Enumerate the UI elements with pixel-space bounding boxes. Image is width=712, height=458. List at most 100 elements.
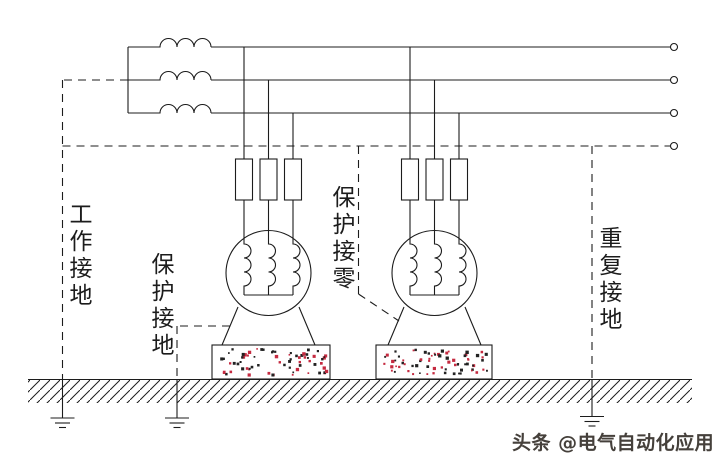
concrete-dot	[222, 371, 226, 374]
concrete-dot	[395, 365, 397, 368]
concrete-dot	[428, 359, 431, 362]
fuse	[400, 158, 420, 201]
concrete-dot	[322, 366, 326, 370]
label-protective-neutral: 保护接零	[328, 185, 354, 293]
ground-surface	[28, 378, 692, 403]
fuse	[234, 158, 254, 201]
concrete-dot	[295, 367, 300, 372]
motor-2	[387, 229, 482, 346]
concrete-dot	[253, 356, 256, 358]
motor-winding	[267, 231, 277, 295]
concrete-dot	[289, 358, 292, 361]
concrete-dot	[248, 367, 251, 370]
concrete-dot	[271, 373, 275, 377]
concrete-dot	[438, 354, 442, 358]
concrete-dot	[480, 350, 484, 354]
concrete-dot	[302, 352, 306, 356]
concrete-dot	[407, 370, 410, 373]
label-protective-ground: 保护接地	[147, 252, 173, 360]
motor-leg	[387, 306, 405, 346]
fuse	[449, 158, 469, 201]
concrete-dot	[459, 372, 462, 375]
motor1-base	[211, 344, 331, 380]
concrete-dot	[324, 354, 328, 358]
concrete-dot	[288, 366, 291, 369]
concrete-dot	[432, 366, 436, 371]
concrete-dot	[456, 363, 459, 366]
transformer-coil-a	[128, 38, 212, 48]
fuse	[259, 158, 278, 201]
concrete-dot	[427, 352, 430, 355]
concrete-dot	[475, 371, 479, 374]
concrete-dot	[257, 364, 260, 367]
motor-circle	[391, 229, 478, 317]
concrete-dot	[390, 365, 394, 369]
concrete-dot	[419, 372, 421, 374]
concrete-dot	[316, 350, 319, 353]
concrete-dot	[239, 361, 242, 363]
concrete-dot	[484, 352, 488, 356]
concrete-dot	[278, 361, 281, 364]
concrete-dot	[486, 369, 488, 372]
concrete-dot	[307, 348, 310, 352]
concrete-dot	[481, 359, 484, 362]
motor-winding	[292, 238, 301, 295]
concrete-dot	[262, 348, 265, 351]
concrete-dot	[402, 359, 405, 362]
concrete-dot	[428, 357, 431, 360]
concrete-dot	[471, 368, 474, 371]
concrete-dot	[267, 371, 271, 375]
concrete-dot	[288, 354, 291, 356]
concrete-dot	[460, 368, 463, 372]
concrete-dot	[401, 361, 404, 365]
concrete-dot	[323, 356, 326, 358]
concrete-dot	[247, 350, 252, 354]
concrete-dot	[307, 372, 310, 374]
concrete-dot	[447, 360, 451, 364]
concrete-dot	[274, 350, 277, 353]
concrete-dot	[481, 356, 484, 359]
protective-ground-connection	[176, 325, 230, 379]
concrete-dot	[403, 363, 406, 366]
earth-electrode-icon	[50, 379, 75, 429]
concrete-dot	[471, 369, 473, 372]
concrete-dot	[411, 364, 414, 368]
fuse	[283, 158, 303, 201]
concrete-dot	[312, 354, 316, 358]
concrete-dot	[298, 364, 302, 367]
working-ground-connection	[61, 79, 128, 379]
concrete-dot	[241, 356, 244, 359]
concrete-dot	[303, 356, 307, 359]
concrete-dot	[440, 366, 443, 369]
motor2-base	[375, 344, 493, 380]
concrete-dot	[393, 370, 396, 373]
concrete-dot	[324, 369, 329, 374]
concrete-dot	[394, 350, 397, 353]
concrete-dot	[323, 371, 327, 374]
concrete-dot	[298, 356, 301, 359]
concrete-dot	[292, 371, 295, 374]
concrete-dot	[300, 354, 304, 357]
concrete-dot	[320, 362, 323, 365]
terminal-circle-l2	[669, 75, 679, 85]
fuse	[425, 158, 444, 201]
concrete-dot	[423, 350, 427, 354]
terminal-circle-l1	[669, 42, 679, 52]
concrete-dot	[318, 371, 321, 375]
concrete-dot	[472, 364, 474, 367]
concrete-dot	[232, 361, 236, 365]
concrete-dot	[225, 372, 228, 376]
concrete-dot	[467, 358, 470, 361]
concrete-dot	[414, 348, 417, 352]
concrete-dot	[231, 348, 234, 351]
terminal-circle-n	[669, 141, 679, 151]
concrete-dot	[260, 348, 264, 351]
motor-winding	[409, 238, 418, 295]
phase-lines	[211, 42, 679, 118]
concrete-dot	[246, 354, 249, 357]
concrete-dot	[397, 355, 400, 358]
concrete-dot	[452, 372, 456, 376]
concrete-dot	[412, 349, 415, 352]
